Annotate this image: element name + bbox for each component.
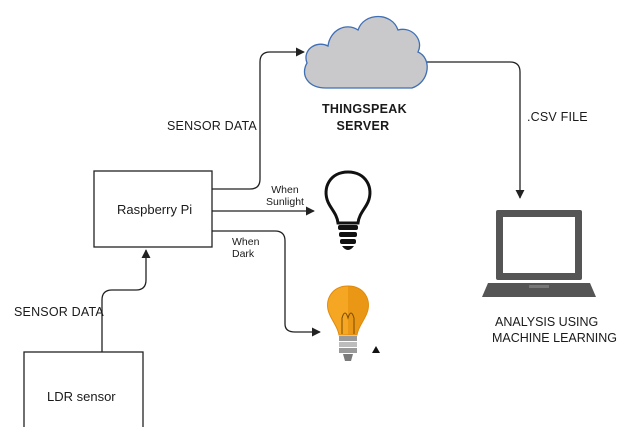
lightbulb-on-icon [327,285,380,361]
edge-server-to-analysis [420,61,525,199]
raspberry-pi-box [93,170,213,248]
lightbulb-off-icon [324,170,372,250]
raspberry-pi-label: Raspberry Pi [117,202,193,217]
edge-label-sunlight-line1: When [271,184,299,196]
edge-label-sensor-to-pi: SENSOR DATA [14,305,104,319]
server-label: THINGSPEAK SERVER [322,101,407,135]
edge-label-dark-line1: When [232,236,260,248]
edge-pi-to-bulb-dark [212,230,321,337]
laptop-icon [482,210,596,297]
analysis-label: ANALYSIS USING MACHINE LEARNING [492,314,617,346]
ldr-sensor-box [23,351,144,427]
server-label-line2: SERVER [336,119,390,133]
edge-label-csv-file: .CSV FILE [527,110,588,124]
server-label-line1: THINGSPEAK [322,102,407,116]
edge-pi-to-server [212,47,305,190]
edge-label-sunlight-line2: Sunlight [266,196,304,208]
edge-label-pi-to-server: SENSOR DATA [167,119,257,133]
cloud-icon [303,16,428,89]
edge-ldr-to-pi [101,249,151,352]
analysis-label-line2: MACHINE LEARNING [492,331,618,345]
edge-label-sunlight: When Sunlight [266,184,304,208]
edge-label-dark-line2: Dark [232,248,255,260]
edge-label-dark: When Dark [232,236,259,260]
ldr-sensor-label: LDR sensor [47,389,116,404]
analysis-label-line1: ANALYSIS USING [495,315,599,329]
